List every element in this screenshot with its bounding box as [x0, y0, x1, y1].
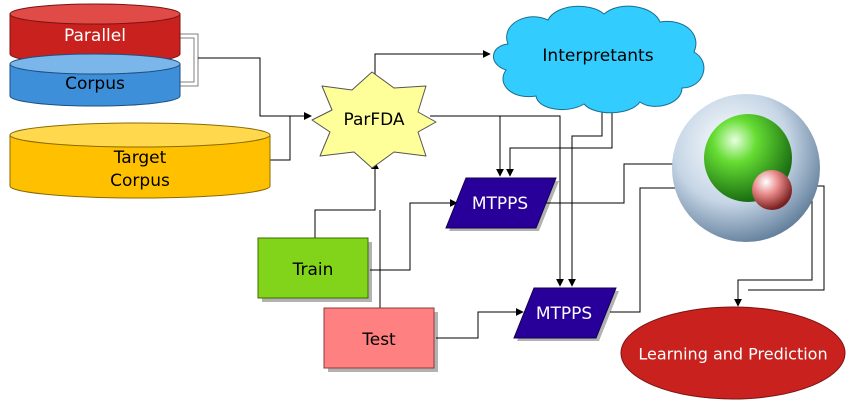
- parallel-label: Parallel: [64, 26, 126, 46]
- corpus-to-parfda-connector: [198, 57, 312, 120]
- interpretants-to-mtpps-top-connector: [506, 110, 613, 177]
- train-label: Train: [292, 260, 334, 280]
- train-to-mtpps-top-connector: [370, 199, 458, 271]
- mtpps-bottom-label: MTPPS: [536, 304, 592, 324]
- target-corpus-label-line2: Corpus: [110, 171, 170, 191]
- parfda-to-mtpps-top-connector: [430, 115, 504, 177]
- learning-prediction-node: Learning and Prediction: [620, 306, 846, 400]
- mtpps-top-label: MTPPS: [472, 194, 528, 214]
- mtpps-top-to-model-connector: [542, 160, 691, 204]
- interpretants-cloud: Interpretants: [493, 5, 705, 114]
- parfda-star: ParFDA: [311, 71, 437, 169]
- corpus-cylinder: Corpus: [9, 53, 181, 107]
- corpus-label: Corpus: [65, 74, 125, 94]
- target-corpus-cylinder: Target Corpus: [9, 122, 271, 199]
- parfda-to-interpretants-connector: [374, 50, 491, 76]
- interpretants-label: Interpretants: [542, 46, 653, 66]
- nested-spheres-icon: [672, 94, 820, 242]
- parfda-to-mtpps-bottom-connector: [430, 115, 564, 287]
- interpretants-to-mtpps-bottom-connector: [568, 110, 603, 287]
- test-to-mtpps-bottom-connector: [436, 308, 524, 339]
- parfda-label: ParFDA: [343, 110, 404, 130]
- bracket-connector: [180, 33, 199, 87]
- test-node: Test: [323, 307, 438, 372]
- bracket-connector-inner: [180, 37, 195, 83]
- target-to-parfda-connector: [270, 112, 312, 161]
- parallel-corpus-cylinder: Parallel: [9, 3, 181, 65]
- test-label: Test: [361, 330, 396, 350]
- train-to-parfda-connector: [314, 161, 379, 240]
- target-corpus-label-line1: Target: [113, 148, 167, 168]
- learning-prediction-label: Learning and Prediction: [638, 345, 827, 364]
- connectors: [180, 33, 825, 339]
- train-node: Train: [257, 237, 372, 302]
- mtpps-top-node: MTPPS: [445, 177, 559, 231]
- mtpps-bottom-node: MTPPS: [513, 287, 619, 341]
